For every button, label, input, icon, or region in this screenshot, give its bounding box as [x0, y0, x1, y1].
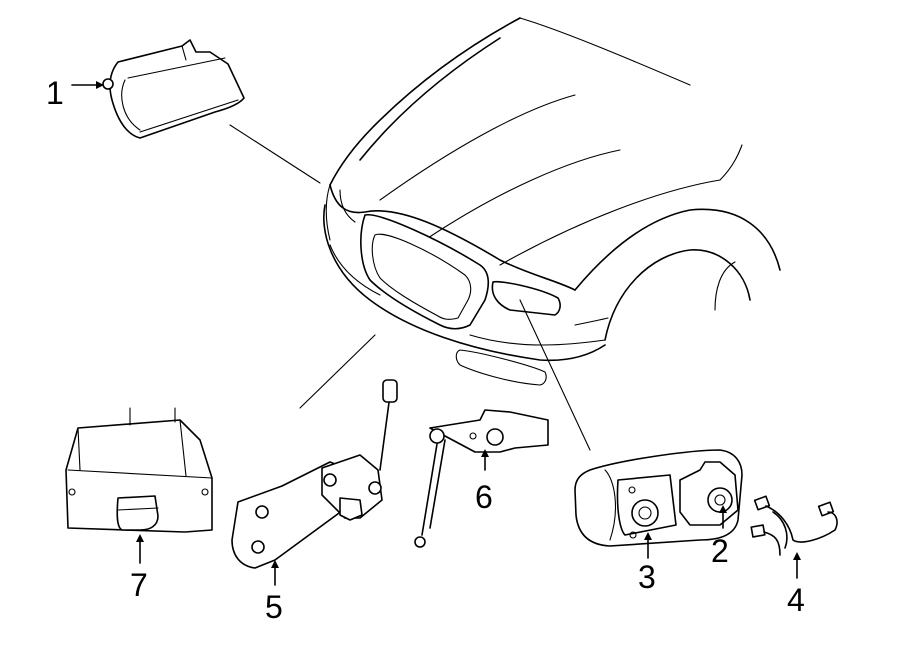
callout-arrows [71, 81, 801, 586]
callout-2: 2 [711, 533, 729, 569]
leader-lines [229, 124, 591, 451]
callout-6: 6 [475, 479, 493, 515]
part-1-headlamp [102, 39, 245, 139]
part-3-headlamp-assembly [574, 449, 743, 547]
callout-7: 7 [130, 567, 148, 603]
callout-4: 4 [787, 582, 805, 618]
callout-labels: 1 2 3 4 5 6 7 [46, 75, 805, 625]
callout-3: 3 [638, 559, 656, 595]
part-7-control-module [65, 407, 213, 533]
vehicle-front-illustration [323, 17, 781, 386]
callout-5: 5 [265, 589, 283, 625]
part-5-leveling-sensor [231, 379, 398, 569]
part-4-wiring-harness [750, 495, 838, 556]
callout-1: 1 [46, 75, 64, 111]
part-6-sensor [414, 409, 549, 548]
